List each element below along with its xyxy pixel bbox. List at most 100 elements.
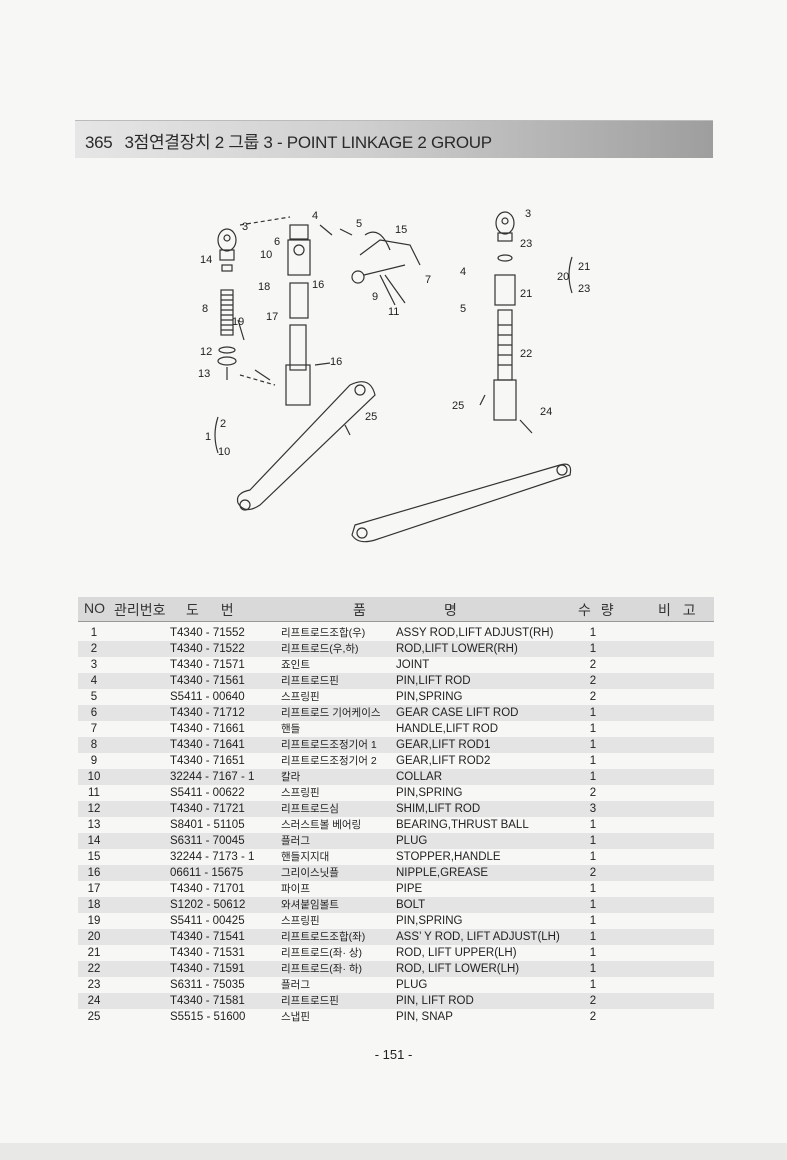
header-mgmt-no: 관리번호 <box>114 602 166 618</box>
cell-part-code: T4340 - 71661 <box>170 723 245 735</box>
cell-qty: 1 <box>589 899 597 911</box>
callout-21-bracket: 21 <box>578 261 590 273</box>
cell-name-kr: 죠인트 <box>281 659 310 671</box>
cell-part-code: S5411 - 00425 <box>170 915 245 927</box>
cell-name-en: PLUG <box>396 835 428 847</box>
lower-link-left <box>236 381 376 511</box>
cell-name-en: BOLT <box>396 899 426 911</box>
cell-qty: 1 <box>589 819 597 831</box>
callout-17: 17 <box>266 311 278 323</box>
callout-18: 18 <box>258 281 270 293</box>
cell-name-en: JOINT <box>396 659 430 671</box>
parts-table-header: NO 관리번호 도 번 품 명 수 량 비 고 <box>78 597 714 622</box>
cell-name-en: PIN,SPRING <box>396 787 463 799</box>
cell-no: 4 <box>90 675 98 687</box>
cell-name-kr: 리프트로드조정기어 2 <box>281 755 377 767</box>
cell-part-code: T4340 - 71531 <box>170 947 245 959</box>
cell-name-en: ROD,LIFT LOWER(RH) <box>396 643 518 655</box>
cell-name-kr: 리프트로드조정기어 1 <box>281 739 377 751</box>
cell-name-kr: 플러그 <box>281 979 310 991</box>
cell-name-kr: 핸들지지대 <box>281 851 330 863</box>
cell-name-en: ROD, LIFT UPPER(LH) <box>396 947 517 959</box>
callout-25-left: 25 <box>365 411 377 423</box>
cell-name-kr: 리프트로드(좌· 하) <box>281 963 363 975</box>
cell-name-en: GEAR,LIFT ROD2 <box>396 755 491 767</box>
header-name-en: 명 <box>444 602 457 618</box>
upper-rod-part-left <box>494 274 516 306</box>
cell-no: 21 <box>87 947 101 959</box>
cell-part-code: S5411 - 00640 <box>170 691 245 703</box>
cell-part-code: 32244 - 7173 - 1 <box>170 851 255 863</box>
cell-qty: 2 <box>589 691 597 703</box>
cell-name-en: ASS’ Y ROD, LIFT ADJUST(LH) <box>396 931 560 943</box>
cell-part-code: T4340 - 71571 <box>170 659 245 671</box>
table-row: 21 T4340 - 71531 리프트로드(좌· 상) ROD, LIFT UPPE… <box>78 945 714 961</box>
cell-name-kr: 파이프 <box>281 883 310 895</box>
plug-part <box>221 264 233 272</box>
lower-link-right <box>351 463 572 543</box>
joint-part-right <box>495 211 515 242</box>
cell-no: 23 <box>87 979 101 991</box>
callout-1: 1 <box>205 431 211 443</box>
cell-qty: 1 <box>589 771 597 783</box>
cell-no: 16 <box>87 867 101 879</box>
callout-22: 22 <box>520 348 532 360</box>
cell-no: 5 <box>90 691 98 703</box>
cell-qty: 1 <box>589 723 597 735</box>
cell-name-en: PIN,LIFT ROD <box>396 675 471 687</box>
cell-part-code: S6311 - 70045 <box>170 835 245 847</box>
cell-no: 22 <box>87 963 101 975</box>
cell-no: 14 <box>87 835 101 847</box>
section-name: 3점연결장치 2 그룹 3 - POINT LINKAGE 2 GROUP <box>124 133 492 152</box>
cell-no: 8 <box>90 739 98 751</box>
callout-23: 23 <box>520 238 532 250</box>
callout-3: 3 <box>242 221 248 233</box>
cell-name-kr: 칼라 <box>281 771 301 783</box>
page-number: - 151 - <box>374 1047 413 1062</box>
cell-no: 13 <box>87 819 101 831</box>
cell-no: 10 <box>87 771 101 783</box>
callout-8: 8 <box>202 303 208 315</box>
cell-no: 6 <box>90 707 98 719</box>
cell-qty: 1 <box>589 707 597 719</box>
cell-part-code: S1202 - 50612 <box>170 899 246 911</box>
cell-qty: 1 <box>589 963 597 975</box>
cell-name-kr: 리프트로드핀 <box>281 995 339 1007</box>
cell-part-code: T4340 - 71552 <box>170 627 245 639</box>
cell-no: 7 <box>90 723 98 735</box>
cell-no: 2 <box>90 643 98 655</box>
cell-part-code: T4340 - 71541 <box>170 931 245 943</box>
cell-qty: 1 <box>589 755 597 767</box>
cell-name-en: BEARING,THRUST BALL <box>396 819 529 831</box>
callout-3-right: 3 <box>525 208 531 220</box>
callout-11: 11 <box>388 306 399 318</box>
cell-name-en: PIN, LIFT ROD <box>396 995 474 1007</box>
cell-qty: 2 <box>589 675 597 687</box>
callout-15: 15 <box>395 224 407 236</box>
cell-qty: 1 <box>589 947 597 959</box>
pipe-part <box>289 282 309 319</box>
callout-4: 4 <box>312 210 318 222</box>
cell-name-en: PIN,SPRING <box>396 691 463 703</box>
cell-qty: 1 <box>589 739 597 751</box>
cell-no: 15 <box>87 851 101 863</box>
header-qty: 수 량 <box>578 602 614 618</box>
cell-part-code: T4340 - 71701 <box>170 883 245 895</box>
cell-name-en: STOPPER,HANDLE <box>396 851 501 863</box>
cell-name-kr: 리프트로드(좌· 상) <box>281 947 363 959</box>
callout-10-bracket: 10 <box>218 446 230 458</box>
cell-qty: 1 <box>589 643 597 655</box>
callout-16-lower: 16 <box>330 356 342 368</box>
cell-part-code: S6311 - 75035 <box>170 979 245 991</box>
